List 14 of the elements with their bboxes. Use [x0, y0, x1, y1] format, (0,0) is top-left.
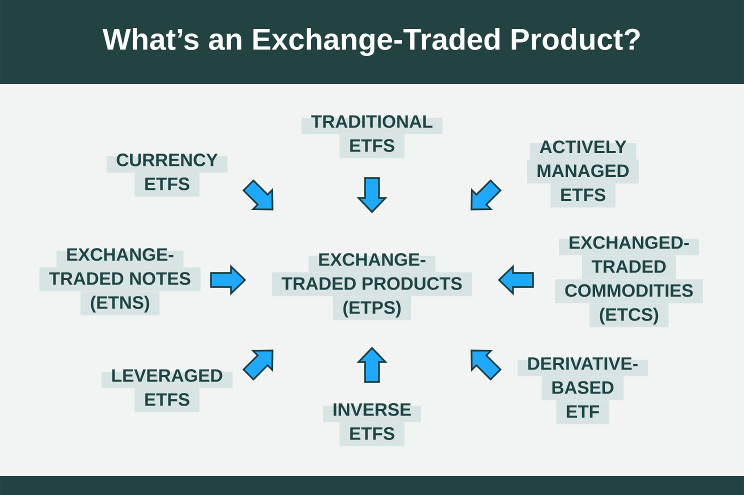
highlighted-label: EXCHANGED-TRADED COMMODITIES (ETCS) [555, 236, 703, 328]
highlighted-label: INVERSE ETFS [323, 403, 422, 446]
block-arrow [498, 264, 534, 296]
highlighted-label: EXCHANGE-TRADED PRODUCTS (ETPS) [272, 253, 472, 320]
highlighted-label: DERIVATIVE-BASED ETF [518, 357, 648, 424]
highlighted-label: EXCHANGE-TRADED NOTES (ETNS) [40, 248, 200, 316]
title-banner: What’s an Exchange-Traded Product? [0, 0, 744, 84]
block-arrow [356, 177, 388, 214]
highlighted-label: TRADITIONAL ETFS [302, 115, 442, 158]
highlighted-label: LEVERAGED ETFS [102, 369, 233, 412]
block-arrow [356, 346, 388, 383]
highlighted-label: CURRENCY ETFS [106, 154, 228, 197]
highlighted-label: ACTIVELY MANAGED ETFS [527, 140, 639, 208]
block-arrow [210, 264, 246, 296]
